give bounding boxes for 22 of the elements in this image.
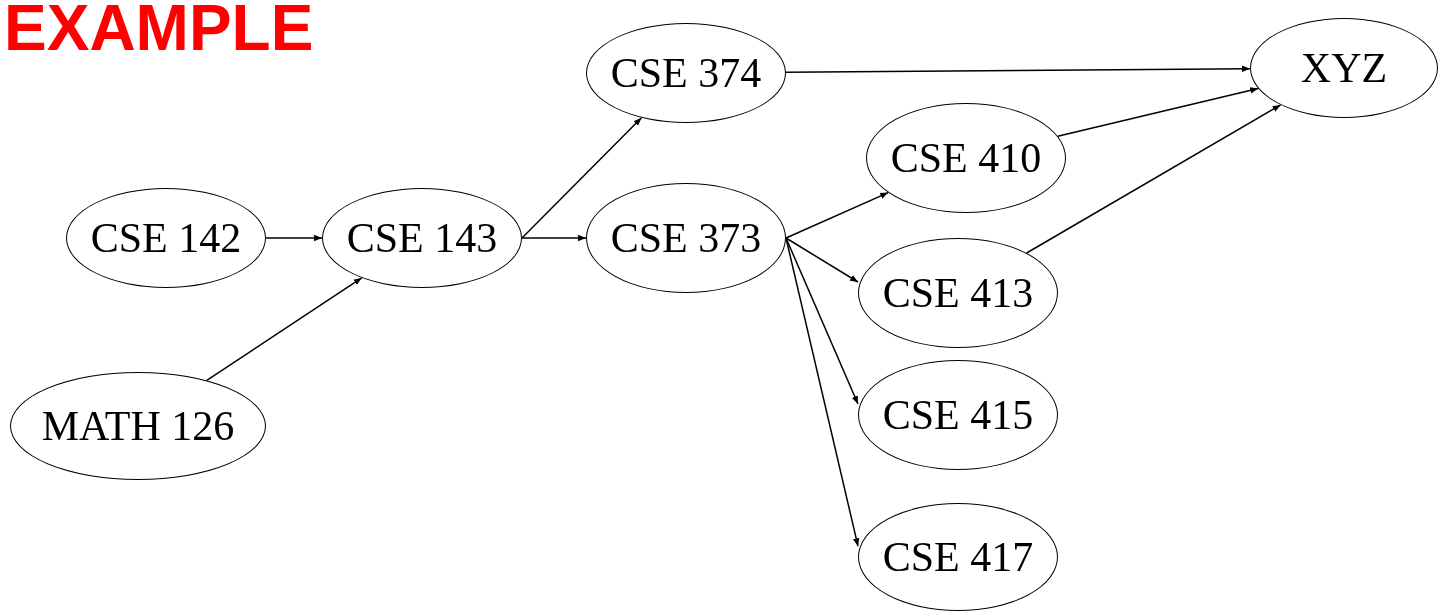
arrow: [785, 237, 859, 283]
node-label: CSE 143: [346, 217, 498, 259]
node-label: CSE 374: [610, 52, 762, 94]
arrow: [206, 277, 363, 382]
arrow: [521, 117, 643, 239]
arrow: [785, 65, 1251, 73]
arrow: [785, 237, 860, 547]
arrow: [265, 234, 323, 242]
arrow: [1025, 104, 1282, 254]
node-label: CSE 410: [890, 137, 1042, 179]
arrow: [1057, 87, 1259, 137]
node-label: MATH 126: [41, 405, 235, 447]
node-label: CSE 142: [90, 217, 242, 259]
node-label: CSE 415: [882, 394, 1034, 436]
node-label: CSE 413: [882, 272, 1034, 314]
node-label: XYZ: [1300, 47, 1388, 89]
title: EXAMPLE: [4, 0, 314, 60]
arrow: [521, 234, 587, 242]
arrow: [785, 191, 889, 239]
node-label: CSE 417: [882, 536, 1034, 578]
node-label: CSE 373: [610, 217, 762, 259]
arrow: [785, 237, 859, 405]
